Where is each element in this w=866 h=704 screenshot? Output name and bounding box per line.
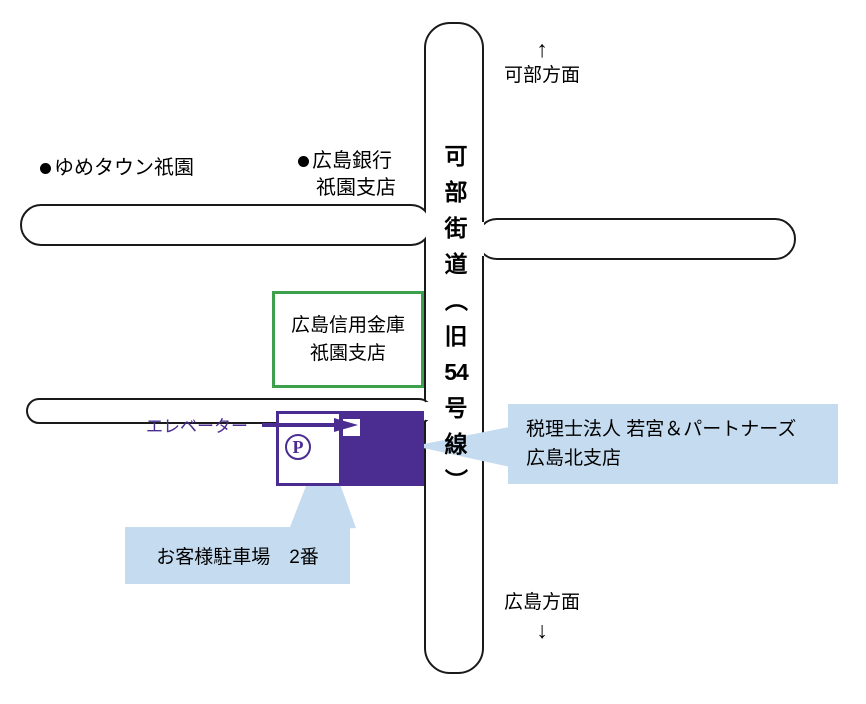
arrow-up-icon: ↑	[536, 36, 548, 62]
direction-north-label: 可部方面	[503, 65, 580, 86]
direction-north: ↑ 可部方面	[492, 36, 592, 90]
callout-office-line1: 税理士法人 若宮＆パートナーズ	[526, 419, 797, 440]
road-name-char: 部	[444, 179, 468, 205]
callout-customer-parking: お客様駐車場 2番	[125, 527, 350, 584]
elevator-arrow-icon	[262, 418, 358, 432]
poi-hiroshima-bank: 広島銀行 祇園支店	[298, 148, 396, 202]
callout-office-name: 税理士法人 若宮＆パートナーズ 広島北支店	[508, 404, 838, 484]
poi-hiroshima-bank-label: 広島銀行	[312, 150, 392, 172]
callout-parking-text: お客様駐車場 2番	[156, 547, 319, 568]
direction-south: 広島方面 ↓	[492, 589, 592, 643]
elevator-label: エレベーター	[146, 417, 248, 436]
road-upper-right-horizontal	[476, 218, 796, 260]
road-name-char: 54	[444, 359, 469, 385]
junction-mask-upper-left	[426, 208, 434, 242]
road-name-char: （	[443, 288, 469, 312]
building-shinkin-line2: 祇園支店	[309, 342, 386, 364]
road-name-char: 可	[444, 143, 468, 169]
road-name-char: 号	[444, 395, 468, 421]
parking-p-icon: P	[285, 434, 311, 460]
poi-yumetown-gion: ゆめタウン祇園	[40, 155, 194, 182]
junction-mask-upper-right	[474, 222, 484, 256]
road-name-char: ）	[443, 468, 469, 492]
callout-tail-parking	[288, 440, 356, 532]
arrow-down-icon: ↓	[536, 617, 548, 643]
road-name-char: 街	[444, 215, 468, 241]
poi-hiroshima-bank-branch: 祇園支店	[316, 177, 396, 199]
poi-marker-dot-icon	[40, 163, 51, 175]
road-name-char: 線	[444, 431, 468, 457]
building-hiroshima-shinkin-bank: 広島信用金庫 祇園支店	[272, 291, 424, 388]
building-shinkin-line1: 広島信用金庫	[290, 314, 405, 336]
callout-office-line2: 広島北支店	[526, 448, 622, 469]
poi-marker-dot-icon	[298, 156, 309, 168]
road-name-char: 道	[444, 251, 468, 277]
road-kabe-kaido-vertical	[424, 22, 484, 674]
callout-tail-office	[414, 424, 524, 470]
road-upper-left-horizontal	[20, 204, 432, 246]
junction-mask-lower-left	[426, 402, 434, 420]
road-name-label: 可 部 街 道 （ 旧 54 号 線 ）	[436, 138, 476, 498]
poi-yumetown-label: ゆめタウン祇園	[54, 157, 194, 179]
road-name-char: 旧	[444, 323, 468, 349]
direction-south-label: 広島方面	[503, 592, 580, 613]
